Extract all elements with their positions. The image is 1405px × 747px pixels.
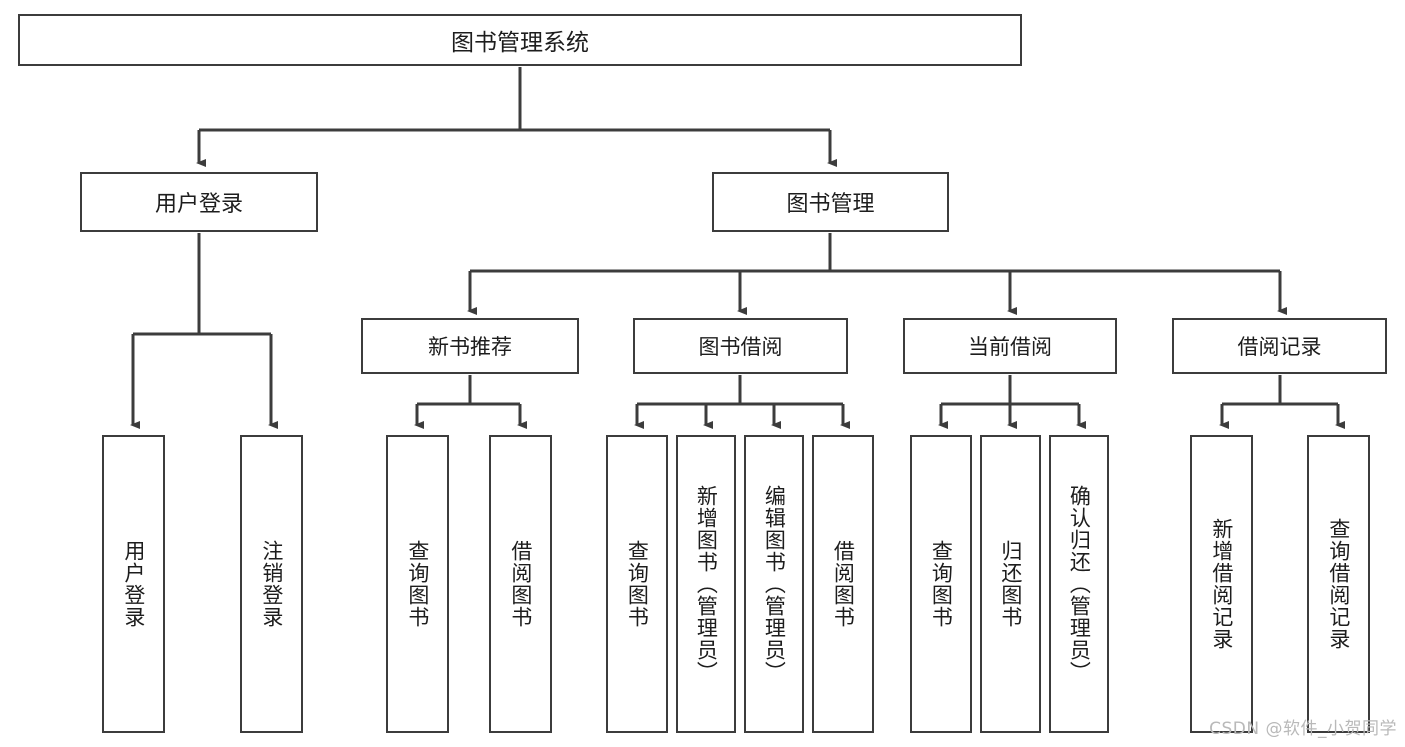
node-label: 图书管理系统 [451, 30, 589, 56]
leaf-label: 查询借阅记录 [1326, 518, 1351, 650]
leaf-query-book-borrow[interactable]: 查询图书 [606, 435, 668, 733]
leaf-query-book-current[interactable]: 查询图书 [910, 435, 972, 733]
leaf-label: 查询图书 [625, 540, 650, 628]
leaf-label: 新增图书（管理员） [694, 485, 719, 683]
leaf-confirm-return-admin[interactable]: 确认归还（管理员） [1049, 435, 1109, 733]
leaf-logout[interactable]: 注销登录 [240, 435, 303, 733]
node-user-login[interactable]: 用户登录 [80, 172, 318, 232]
leaf-add-book-admin[interactable]: 新增图书（管理员） [676, 435, 736, 733]
leaf-borrow-book-new[interactable]: 借阅图书 [489, 435, 552, 733]
node-new-book-recommend[interactable]: 新书推荐 [361, 318, 579, 374]
node-book-management[interactable]: 图书管理 [712, 172, 949, 232]
node-current-borrow[interactable]: 当前借阅 [903, 318, 1117, 374]
node-label: 用户登录 [154, 192, 243, 217]
leaf-add-borrow-record[interactable]: 新增借阅记录 [1190, 435, 1253, 733]
leaf-query-book-new[interactable]: 查询图书 [386, 435, 449, 733]
node-label: 图书借阅 [698, 335, 783, 359]
leaf-label: 归还图书 [998, 540, 1023, 628]
node-label: 图书管理 [786, 192, 875, 217]
leaf-return-book[interactable]: 归还图书 [980, 435, 1041, 733]
node-book-borrow[interactable]: 图书借阅 [633, 318, 848, 374]
leaf-query-borrow-record[interactable]: 查询借阅记录 [1307, 435, 1370, 733]
node-borrow-record[interactable]: 借阅记录 [1172, 318, 1387, 374]
leaf-label: 新增借阅记录 [1209, 518, 1234, 650]
leaf-label: 查询图书 [929, 540, 954, 628]
leaf-label: 借阅图书 [831, 540, 856, 628]
leaf-label: 用户登录 [121, 540, 146, 628]
node-label: 当前借阅 [968, 335, 1052, 359]
leaf-label: 借阅图书 [508, 540, 533, 628]
leaf-label: 编辑图书（管理员） [762, 485, 787, 683]
leaf-label: 注销登录 [259, 540, 284, 628]
leaf-label: 查询图书 [405, 540, 430, 628]
leaf-edit-book-admin[interactable]: 编辑图书（管理员） [744, 435, 804, 733]
node-label: 借阅记录 [1237, 335, 1322, 359]
leaf-borrow-book[interactable]: 借阅图书 [812, 435, 874, 733]
leaf-user-login[interactable]: 用户登录 [102, 435, 165, 733]
node-root-system[interactable]: 图书管理系统 [18, 14, 1022, 66]
leaf-label: 确认归还（管理员） [1067, 485, 1092, 683]
node-label: 新书推荐 [428, 335, 512, 359]
watermark: CSDN @软件_小贺同学 [1209, 719, 1397, 739]
